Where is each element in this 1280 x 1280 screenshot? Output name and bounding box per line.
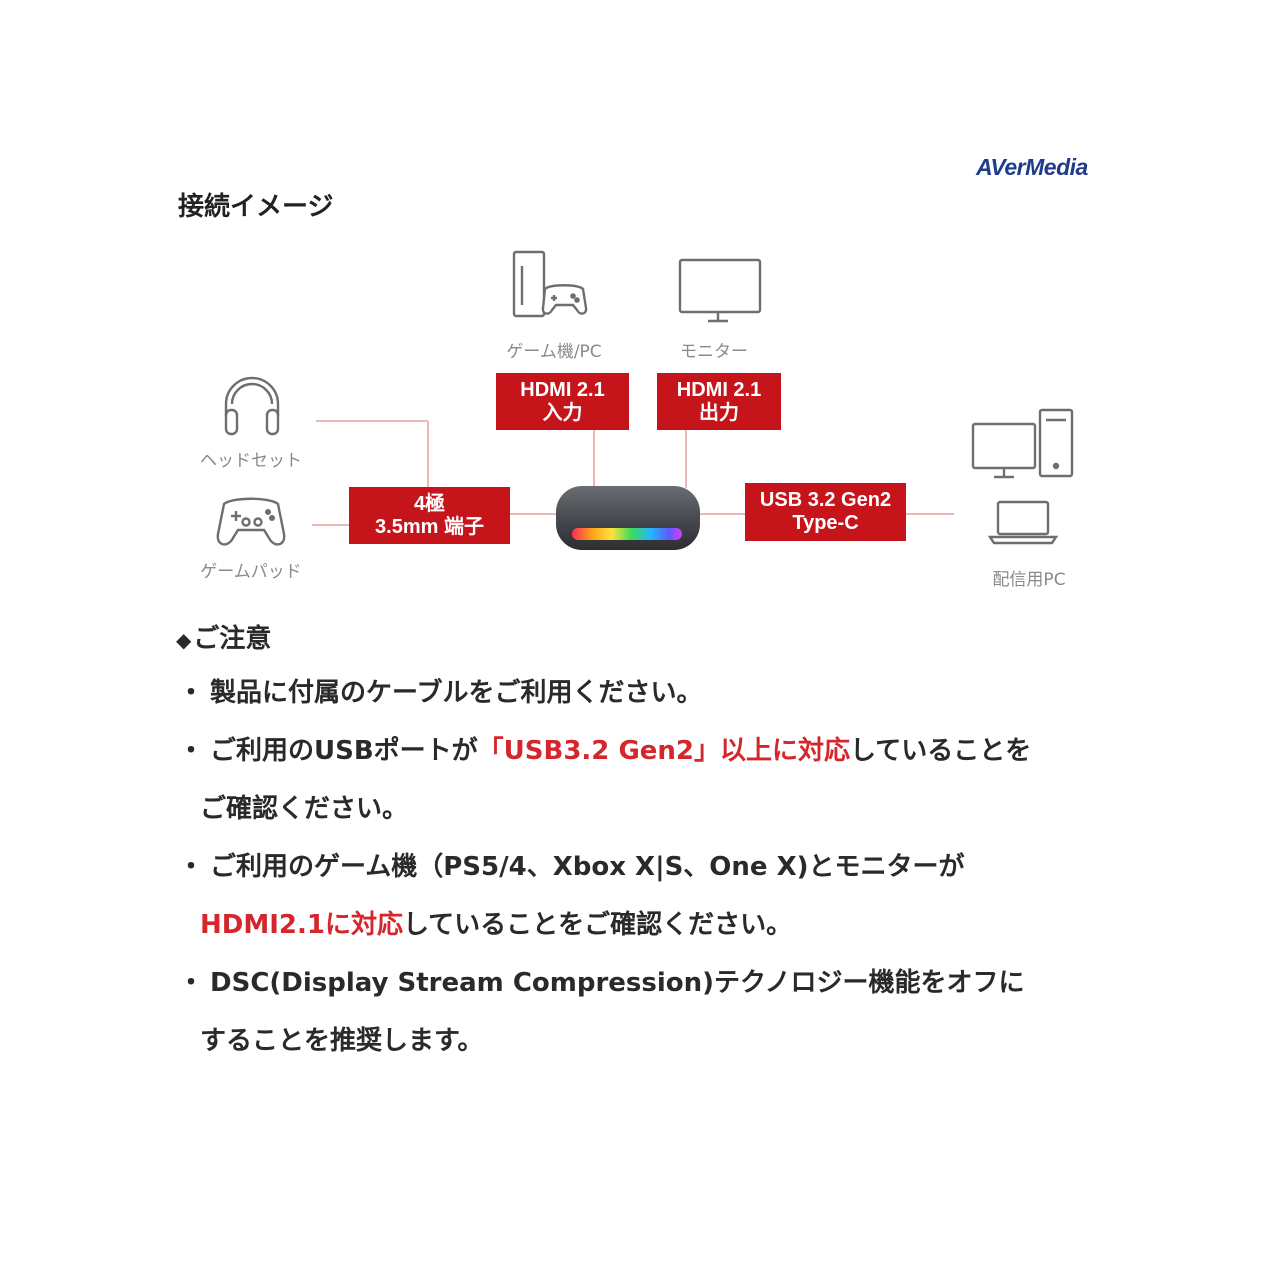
note-3-text: ご利用のゲーム機（PS5/4、Xbox X|S、One X)とモニターが <box>210 852 965 882</box>
hdmi-in-port-box: HDMI 2.1 入力 <box>496 373 629 430</box>
note-item-2-cont: ご確認ください。 <box>200 792 408 826</box>
bullet: ・ <box>178 968 205 998</box>
note-3-text-line2: していることをご確認ください。 <box>402 910 793 940</box>
hdmi-in-line1: HDMI 2.1 <box>520 378 605 401</box>
bullet: ・ <box>178 852 205 882</box>
bullet: ・ <box>178 678 205 708</box>
monitor-icon <box>678 258 762 323</box>
note-2-text-line2: ご確認ください。 <box>200 794 409 824</box>
note-item-3-cont: HDMI2.1に対応していることをご確認ください。 <box>200 908 792 942</box>
note-item-4: ・DSC(Display Stream Compression)テクノロジー機能… <box>178 966 1025 1000</box>
note-2-text-a: ご利用のUSBポートが <box>210 736 478 766</box>
note-4-text-line2: することを推奨します。 <box>200 1026 484 1056</box>
console-label: ゲーム機/PC <box>506 342 602 362</box>
usb-line1: USB 3.2 Gen2 <box>759 489 892 511</box>
note-item-4-cont: することを推奨します。 <box>200 1024 483 1058</box>
hdmi-out-line1: HDMI 2.1 <box>676 378 762 401</box>
note-4-text: DSC(Display Stream Compression)テクノロジー機能を… <box>210 968 1025 998</box>
capture-device-icon <box>556 486 700 550</box>
gamepad-icon <box>216 497 286 546</box>
usb-line2: Type-C <box>792 512 859 534</box>
hdmi-out-line2: 出力 <box>699 401 739 424</box>
gamepad-label: ゲームパッド <box>200 562 302 582</box>
note-item-1: ・製品に付属のケーブルをご利用ください。 <box>178 676 702 710</box>
note-2-highlight: 「USB3.2 Gen2」以上に対応 <box>477 736 851 766</box>
stream-pc-label: 配信用PC <box>992 570 1066 590</box>
section-title: 接続イメージ <box>178 192 334 222</box>
headset-icon <box>224 376 280 436</box>
hdmi-out-port-box: HDMI 2.1 出力 <box>657 373 781 430</box>
bullet: ・ <box>178 736 205 766</box>
connection-wires <box>312 420 954 526</box>
note-2-text-b: していることを <box>850 736 1032 766</box>
audio-line2: 3.5mm 端子 <box>375 515 484 538</box>
audio-port-box: 4極 3.5mm 端子 <box>349 487 510 544</box>
notes-heading: ◆ご注意 <box>176 618 271 655</box>
usb-port-box: USB 3.2 Gen2 Type-C <box>745 483 906 541</box>
note-1-text: 製品に付属のケーブルをご利用ください。 <box>210 678 703 708</box>
note-item-3: ・ご利用のゲーム機（PS5/4、Xbox X|S、One X)とモニターが <box>178 850 965 884</box>
brand-logo: AVerMedia <box>976 154 1088 180</box>
audio-line1: 4極 <box>413 492 446 515</box>
device-icons <box>216 250 1074 546</box>
hdmi-in-line2: 入力 <box>542 401 583 424</box>
note-3-highlight: HDMI2.1に対応 <box>200 910 403 940</box>
monitor-label: モニター <box>680 342 748 362</box>
notes-heading-text: ご注意 <box>193 624 272 654</box>
desktop-laptop-icon <box>971 408 1074 545</box>
console-pc-icon <box>512 250 588 318</box>
diamond-mark: ◆ <box>176 628 192 652</box>
headset-label: ヘッドセット <box>200 451 302 471</box>
note-item-2: ・ご利用のUSBポートが「USB3.2 Gen2」以上に対応していることを <box>178 734 1031 768</box>
